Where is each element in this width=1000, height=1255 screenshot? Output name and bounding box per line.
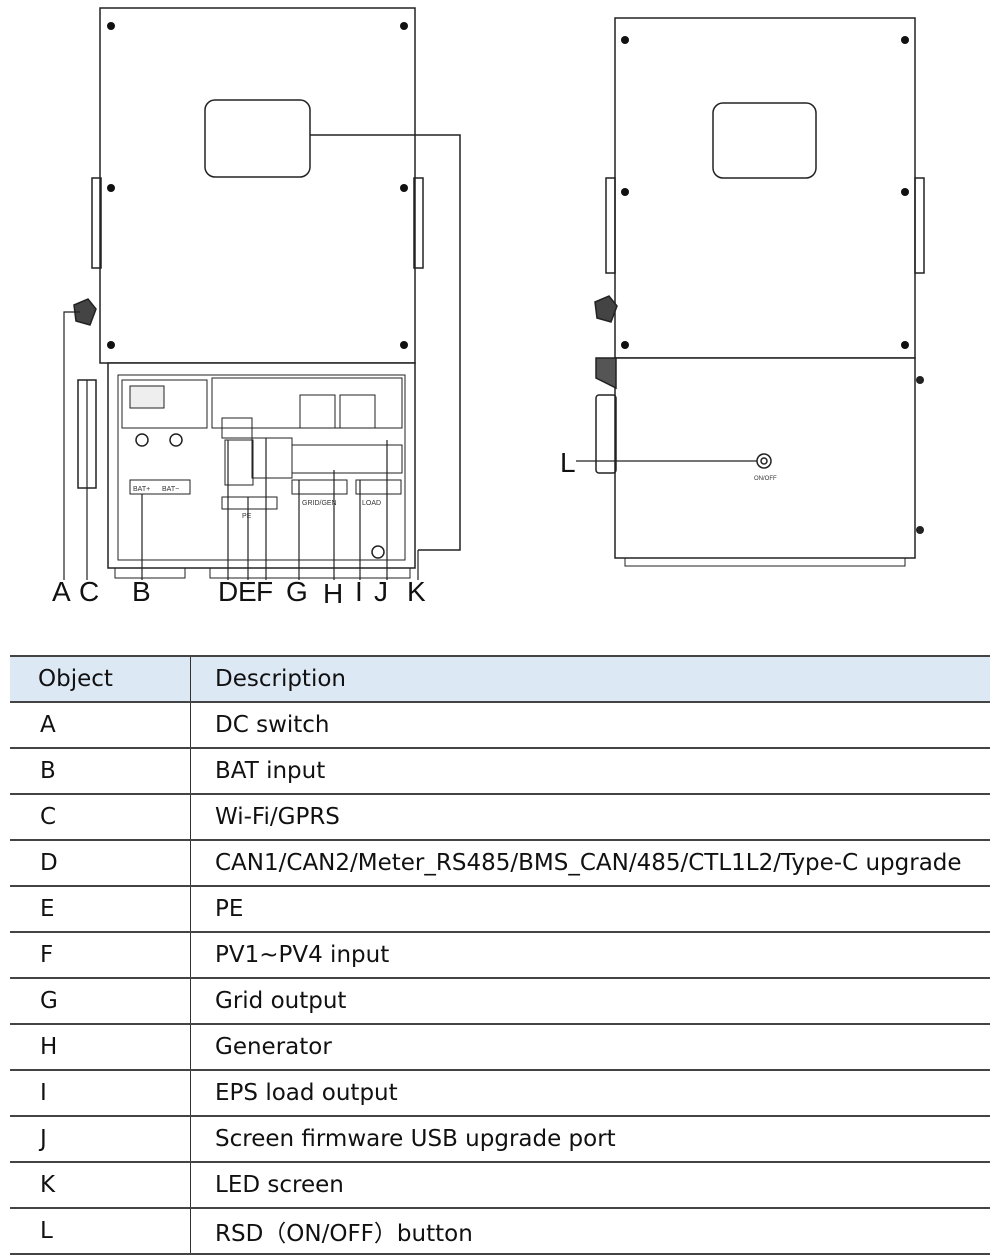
object-cell: E xyxy=(10,885,191,932)
bat-breaker xyxy=(121,379,208,429)
object-cell: F xyxy=(10,931,191,978)
led-screen-leader xyxy=(310,134,461,551)
description-cell: BAT input xyxy=(190,747,990,794)
description-cell: DC switch xyxy=(190,701,990,748)
on-off-label: ON/OFF xyxy=(754,476,777,482)
upper-cabinet xyxy=(99,7,416,364)
load-label: LOAD xyxy=(362,500,381,507)
bat-minus-terminal xyxy=(169,433,183,447)
table-header-row: Object Description xyxy=(10,655,990,702)
callout-c: C xyxy=(79,576,99,607)
description-cell: PV1~PV4 input xyxy=(190,931,990,978)
callout-labels: A C B D E F G H I J K xyxy=(52,576,426,609)
bat-plus-label: BAT+ xyxy=(133,486,150,493)
object-cell: H xyxy=(10,1023,191,1070)
callout-j: J xyxy=(374,576,388,607)
object-cell: G xyxy=(10,977,191,1024)
description-cell: EPS load output xyxy=(190,1069,990,1116)
description-cell: Screen firmware USB upgrade port xyxy=(190,1115,990,1162)
load-bar xyxy=(355,479,402,495)
wiring-box-inner xyxy=(117,374,406,561)
pe-label: PE xyxy=(242,513,252,520)
callout-g: G xyxy=(286,576,308,607)
bat-plus-terminal xyxy=(135,433,149,447)
cabinet-screws xyxy=(107,22,408,349)
description-cell: Wi-Fi/GPRS xyxy=(190,793,990,840)
callout-k: K xyxy=(407,576,426,607)
description-cell: Grid output xyxy=(190,977,990,1024)
callout-h: H xyxy=(323,578,343,609)
inverter-diagram: A C B D E F G H I J K BAT+ BAT− PE GRID/… xyxy=(52,7,925,609)
comm-port-block xyxy=(224,439,254,486)
object-cell: J xyxy=(10,1115,191,1162)
object-cell: I xyxy=(10,1069,191,1116)
header-description: Description xyxy=(190,655,990,702)
front-small-labels: BAT+ BAT− PE GRID/GEN LOAD xyxy=(133,486,381,520)
callout-l: L xyxy=(560,447,576,478)
description-cell: Generator xyxy=(190,1023,990,1070)
object-cell: K xyxy=(10,1161,191,1208)
callout-d: D xyxy=(218,576,238,607)
ground-screw xyxy=(371,545,385,559)
side-dc-switch-icon xyxy=(594,295,618,323)
pe-bar xyxy=(221,496,278,510)
object-cell: D xyxy=(10,839,191,886)
description-cell: RSD（ON/OFF）button xyxy=(190,1207,990,1255)
object-cell: A xyxy=(10,701,191,748)
object-cell: B xyxy=(10,747,191,794)
leader-lines xyxy=(63,311,419,580)
callout-a: A xyxy=(52,576,71,607)
description-cell: CAN1/CAN2/Meter_RS485/BMS_CAN/485/CTL1L2… xyxy=(190,839,990,886)
description-cell: PE xyxy=(190,885,990,932)
side-left-handle xyxy=(605,177,616,274)
description-cell: LED screen xyxy=(190,1161,990,1208)
object-cell: C xyxy=(10,793,191,840)
right-handle xyxy=(413,177,424,269)
grid-gen-label: GRID/GEN xyxy=(302,500,337,507)
callout-e: E xyxy=(238,576,257,607)
object-cell: L xyxy=(10,1207,191,1255)
callout-f: F xyxy=(256,576,273,607)
grid-gen-bar xyxy=(291,479,348,495)
callout-b: B xyxy=(132,576,151,607)
side-wifi-module-icon xyxy=(595,394,617,474)
side-right-handle xyxy=(914,177,925,274)
bat-minus-label: BAT− xyxy=(162,486,179,493)
dc-switch-icon xyxy=(73,298,97,326)
callout-i: I xyxy=(355,576,363,607)
left-handle xyxy=(91,177,102,269)
header-object: Object xyxy=(10,655,191,702)
front-view xyxy=(63,7,461,580)
ac-breaker-block xyxy=(291,444,403,474)
side-screen-window xyxy=(712,102,817,179)
side-upper-cabinet xyxy=(614,17,916,359)
side-view xyxy=(576,17,925,567)
led-screen-window xyxy=(204,99,311,178)
